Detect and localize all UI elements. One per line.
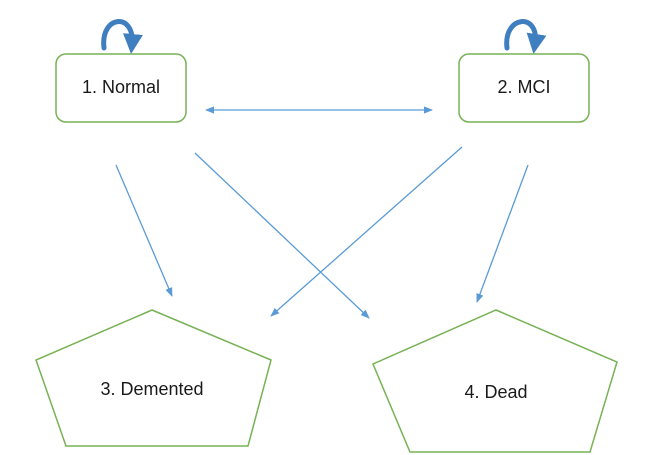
demented-node-label: 3. Demented bbox=[100, 379, 203, 399]
mci-self-loop-arrow bbox=[504, 19, 547, 54]
mci-node-label: 2. MCI bbox=[497, 77, 550, 97]
mci-to-demented-arrow bbox=[270, 146, 463, 317]
normal-self-loop-arrow bbox=[101, 19, 143, 54]
normal-to-demented-arrow bbox=[115, 164, 173, 297]
mci-to-dead-arrow bbox=[476, 164, 529, 303]
dead-node bbox=[372, 309, 618, 453]
dead-node-label: 4. Dead bbox=[464, 382, 527, 402]
normal-to-dead-arrow bbox=[194, 152, 370, 319]
normal-node bbox=[55, 53, 187, 123]
normal-node-label: 1. Normal bbox=[82, 77, 160, 97]
mci-node bbox=[458, 53, 590, 123]
demented-node bbox=[35, 309, 272, 447]
